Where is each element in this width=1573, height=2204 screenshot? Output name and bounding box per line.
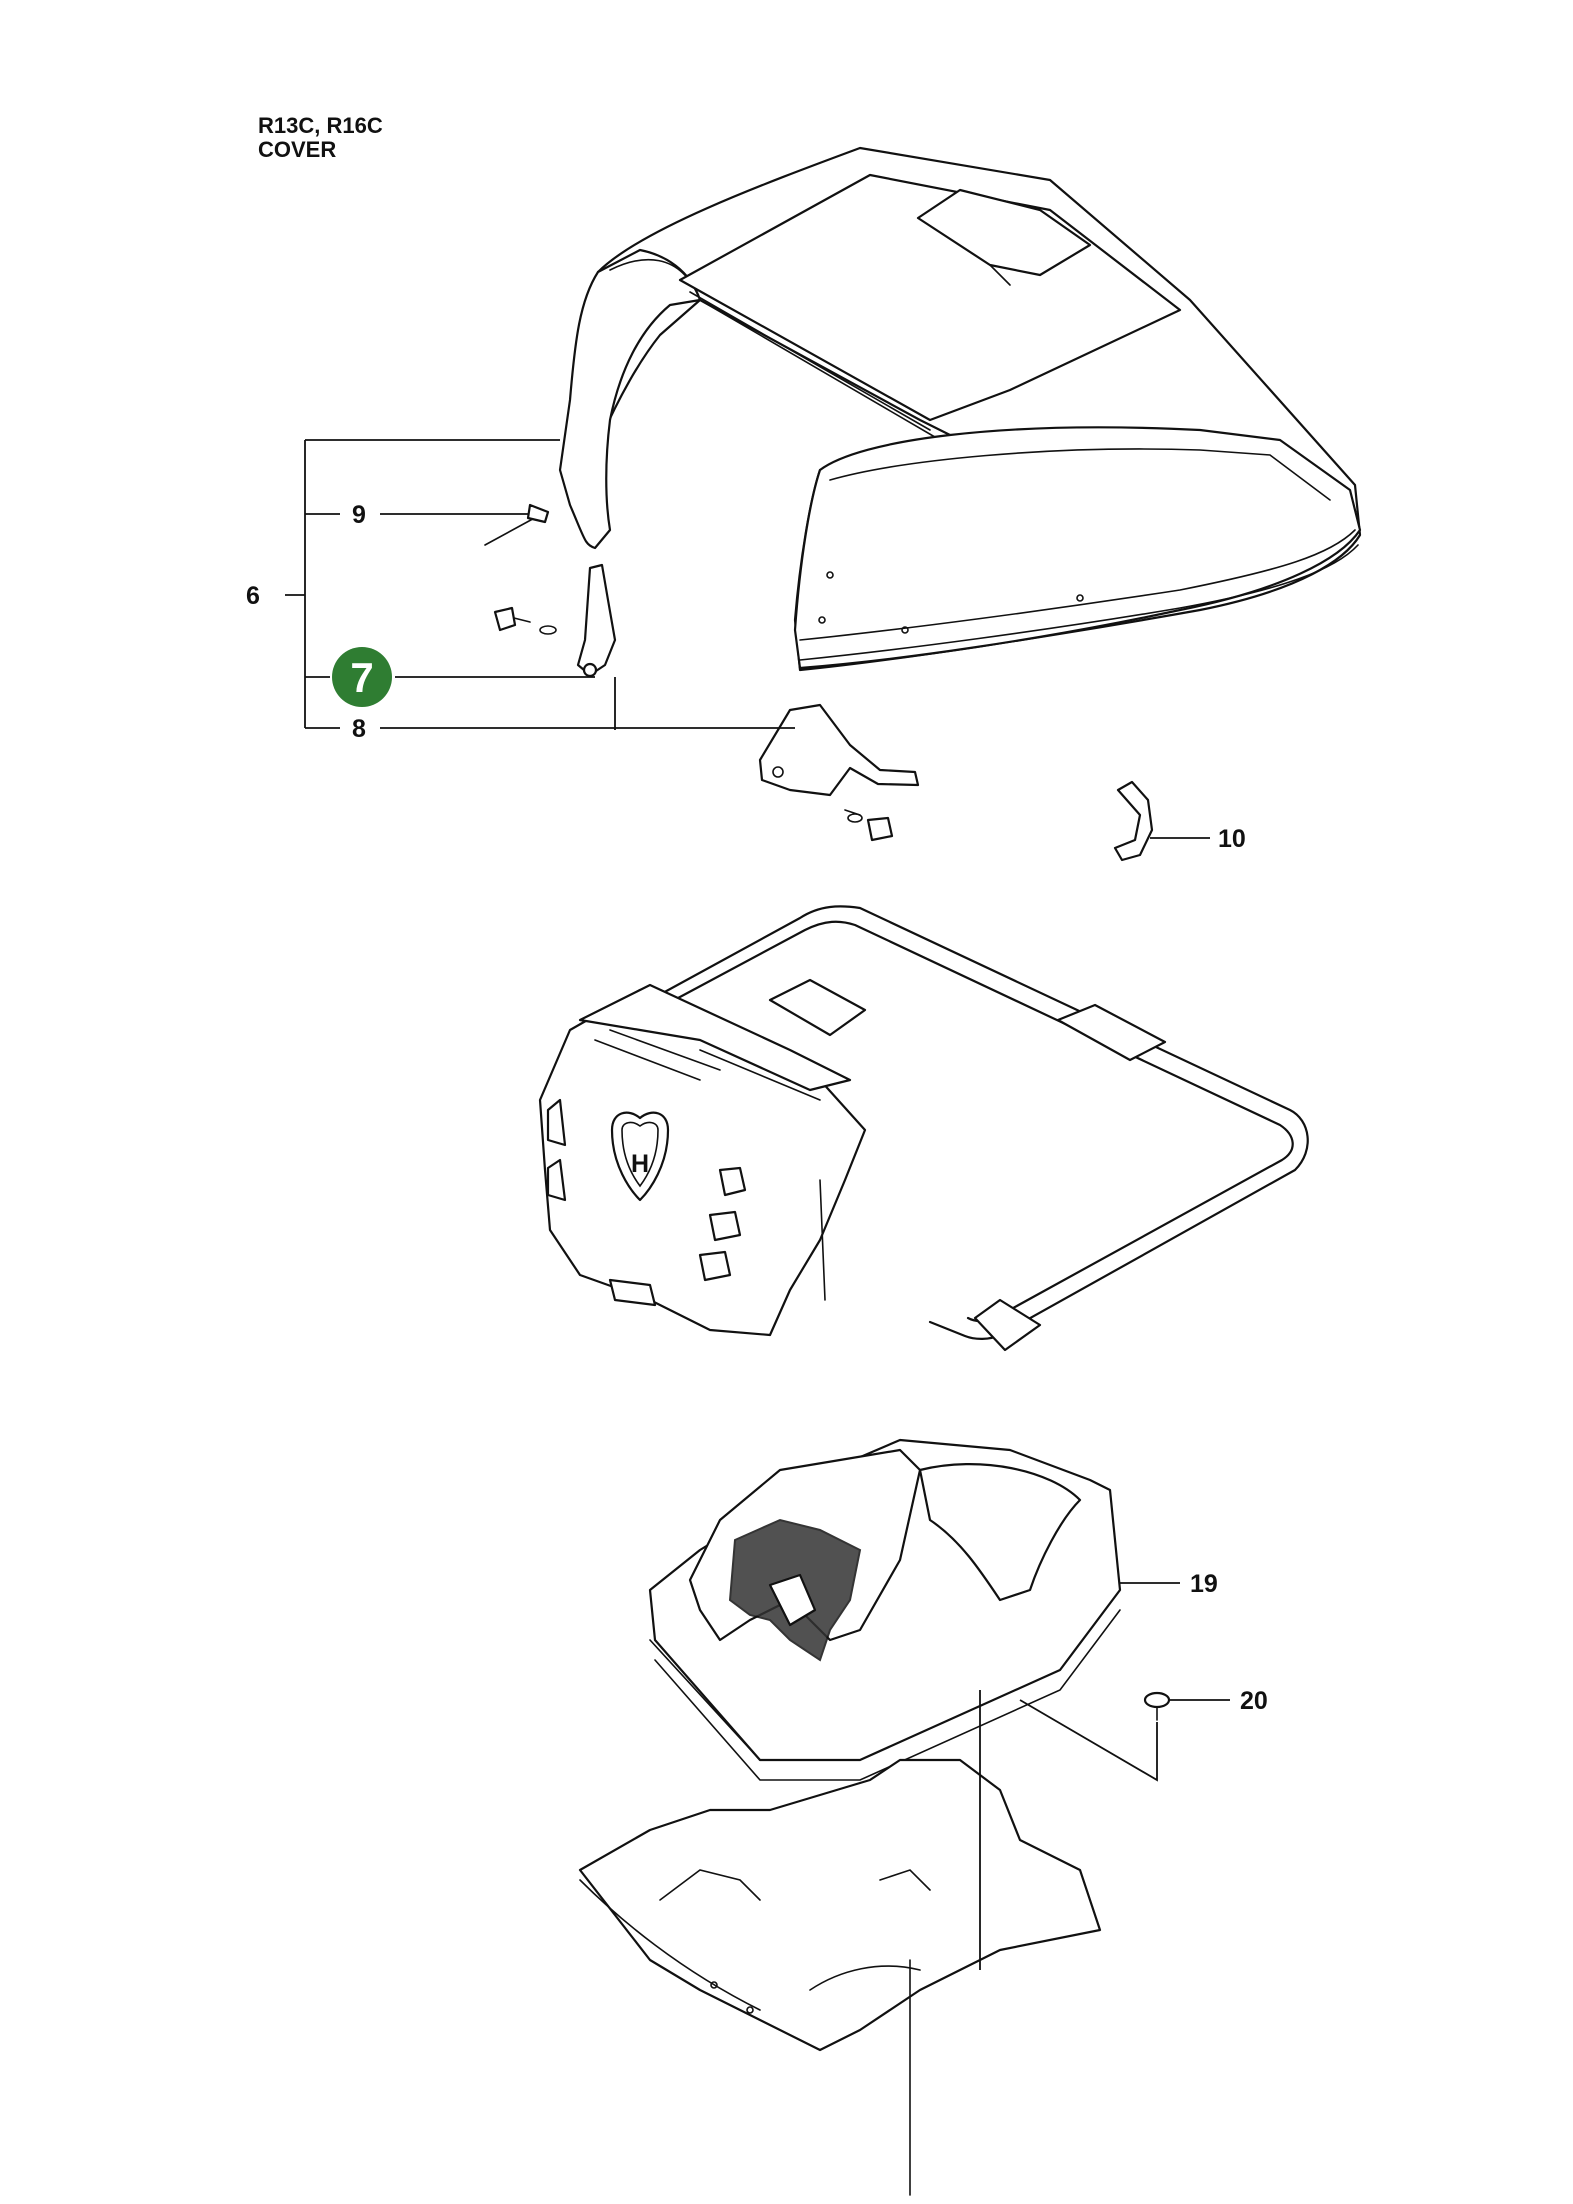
callout-label-9[interactable]: 9 (352, 501, 366, 529)
base-plate (578, 1758, 1102, 2196)
callout-leaders-top (285, 439, 1210, 839)
svg-text:6: 6 (246, 582, 260, 610)
callout-label-19[interactable]: 19 (1190, 1570, 1218, 1598)
svg-text:20: 20 (1240, 1687, 1268, 1715)
callout-label-8[interactable]: 8 (352, 715, 366, 743)
screw-part (493, 606, 557, 635)
svg-text:9: 9 (352, 501, 366, 529)
svg-text:7: 7 (350, 654, 373, 701)
callout-label-10[interactable]: 10 (1218, 825, 1246, 853)
callout-label-6[interactable]: 6 (246, 582, 260, 610)
clip-part-10 (1113, 780, 1154, 862)
section-title: COVER (258, 137, 337, 162)
chassis-frame (648, 905, 1309, 1352)
svg-text:19: 19 (1190, 1570, 1218, 1598)
callout-label-7-highlighted[interactable]: 7 (332, 647, 392, 707)
callout-label-20[interactable]: 20 (1240, 1687, 1268, 1715)
lower-bracket-part-8 (758, 703, 920, 842)
model-title: R13C, R16C (258, 113, 383, 138)
pin-part-9 (484, 503, 550, 546)
front-housing (538, 983, 867, 1337)
callout-leaders-bottom (979, 1582, 1230, 1970)
svg-text:8: 8 (352, 715, 366, 743)
screw-part-20 (1143, 1691, 1171, 1721)
motor-cover (648, 1438, 1122, 1781)
diagram-header: R13C, R16C COVER (258, 114, 383, 162)
husqvarna-logo: H (610, 1111, 670, 1202)
logo-letter: H (631, 1150, 649, 1178)
body-cover-shell (558, 146, 1362, 672)
highlight-badge (332, 647, 392, 707)
side-bracket (576, 563, 617, 678)
svg-text:10: 10 (1218, 825, 1246, 853)
motor-cover-grille (728, 1518, 862, 1662)
